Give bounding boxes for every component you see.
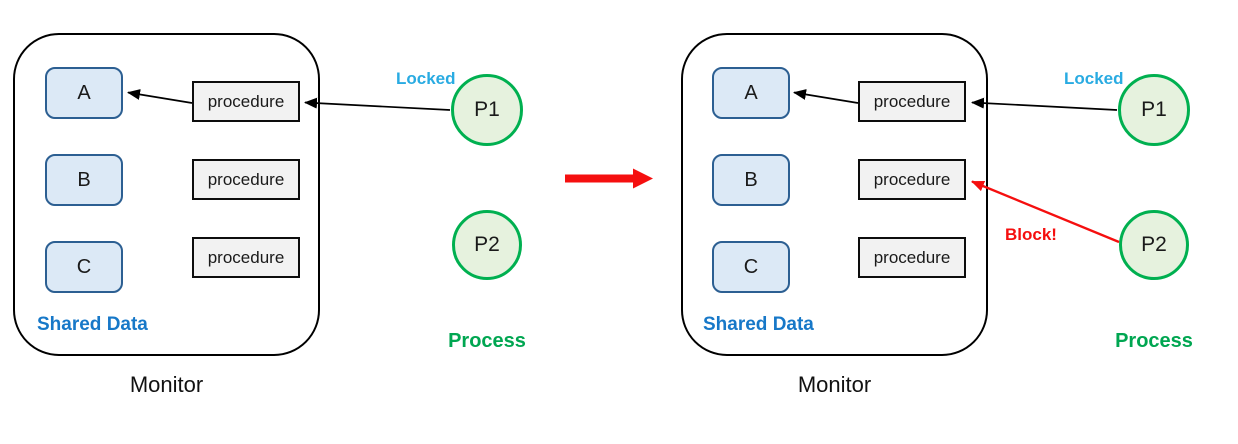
procedure-box-3-right: procedure — [858, 237, 966, 278]
process-circle-p2-left: P2 — [452, 210, 522, 280]
process-label-right: Process — [1115, 330, 1193, 352]
data-block-a-right: A — [712, 67, 790, 119]
procedure-box-1-left: procedure — [192, 81, 300, 122]
data-block-c-left: C — [45, 241, 123, 293]
data-block-a-left: A — [45, 67, 123, 119]
data-block-label: A — [744, 81, 758, 104]
data-block-label: C — [743, 255, 759, 278]
procedure-label: procedure — [207, 247, 285, 267]
procedure-label: procedure — [207, 91, 285, 111]
block-label-right: Block! — [1005, 225, 1057, 244]
data-block-label: A — [77, 81, 91, 104]
data-block-b-left: B — [45, 154, 123, 206]
procedure-label: procedure — [207, 169, 285, 189]
process-circle-label: P2 — [474, 233, 500, 256]
process-circle-p2-right: P2 — [1119, 210, 1189, 280]
shared-data-label-left: Shared Data — [37, 314, 148, 335]
data-block-c-right: C — [712, 241, 790, 293]
transition-arrow — [565, 168, 653, 189]
process-label-left: Process — [448, 330, 526, 352]
data-block-label: B — [77, 168, 91, 191]
process-circle-p1-right: P1 — [1118, 74, 1190, 146]
data-block-b-right: B — [712, 154, 790, 206]
arrow-p1-to-procedure-right — [971, 97, 1118, 111]
procedure-box-1-right: procedure — [858, 81, 966, 122]
procedure-label: procedure — [873, 169, 951, 189]
procedure-label: procedure — [873, 247, 951, 267]
shared-data-label-right: Shared Data — [703, 314, 814, 335]
process-circle-p1-left: P1 — [451, 74, 523, 146]
locked-label-left: Locked — [396, 69, 456, 88]
process-circle-label: P1 — [474, 98, 500, 121]
data-block-label: C — [76, 255, 92, 278]
procedure-label: procedure — [873, 91, 951, 111]
process-circle-label: P1 — [1141, 98, 1167, 121]
monitor-title-right: Monitor — [797, 372, 872, 397]
data-block-label: B — [744, 168, 758, 191]
arrow-p1-to-procedure-left — [304, 97, 451, 111]
procedure-box-2-right: procedure — [858, 159, 966, 200]
procedure-box-2-left: procedure — [192, 159, 300, 200]
procedure-box-3-left: procedure — [192, 237, 300, 278]
monitor-title-left: Monitor — [129, 372, 204, 397]
locked-label-right: Locked — [1064, 69, 1124, 88]
process-circle-label: P2 — [1141, 233, 1167, 256]
